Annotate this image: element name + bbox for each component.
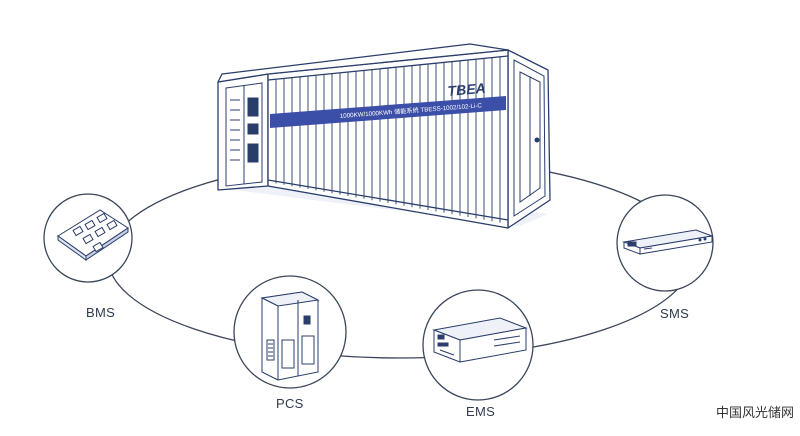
pcs-node [233, 275, 347, 389]
bms-label: BMS [86, 305, 116, 320]
ems-node [422, 289, 534, 401]
pcs-label: PCS [276, 396, 304, 411]
ems-server-icon [432, 317, 528, 363]
container-ribs [275, 56, 501, 223]
bms-circuit-board-icon [57, 209, 129, 261]
bms-node [43, 193, 133, 283]
container-side-door [513, 59, 546, 217]
watermark-text: 中国风光储网 [716, 406, 795, 421]
container-brand-logo: TBEA [447, 80, 486, 99]
sms-node [616, 194, 714, 292]
sms-label: SMS [660, 306, 690, 321]
pcs-cabinet-icon [260, 291, 320, 381]
container-banner-stripe [270, 96, 506, 128]
ems-label: EMS [466, 404, 496, 419]
container-end-panel [225, 82, 263, 187]
sms-rack-device-icon [622, 229, 714, 255]
